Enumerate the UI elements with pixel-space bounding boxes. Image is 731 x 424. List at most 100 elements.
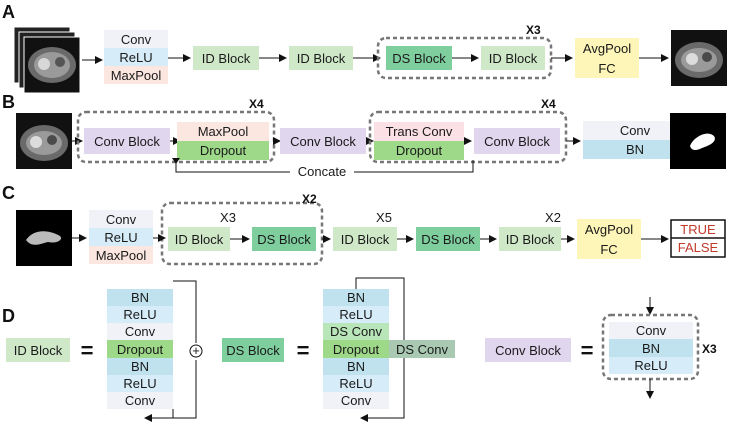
panel-b-letter: B [2,92,15,112]
d-ds-block-key-label: DS Block [226,343,280,358]
d-id-stack-bn-2: BN [131,359,149,374]
panel-a-letter: A [2,2,15,22]
d-ds-stack-bn-1: BN [347,290,365,305]
a-id-block-2-label: ID Block [297,51,346,66]
ct-input-image-b [16,113,72,169]
b-encoder-group [76,110,276,164]
c-repeat-3-label: X2 [545,210,561,225]
b-conv-block-1 [84,128,170,154]
c-stem-relu-label: ReLU [104,230,137,245]
b-bn-box [583,140,687,159]
b-dropout-2-box [374,141,464,160]
b-maxpool-box [177,122,269,141]
d-ds-stack: BN ReLU DS Conv Dropout BN ReLU Conv [323,289,389,409]
c-repeat-2-label: X5 [376,210,392,225]
d-conv-stack-bn [609,339,693,357]
d-id-stack-relu-1: ReLU [123,307,156,322]
ct-crop-image-c [16,210,72,266]
b-conv-label: Conv [620,123,651,138]
stem-conv-box [104,30,168,48]
d-id-stack-relu-2: ReLU [123,376,156,391]
a-repeat-group [376,36,553,80]
c-id-block-1 [168,227,230,251]
a-ds-block-label: DS Block [392,51,446,66]
c-ds-block-1 [252,227,316,251]
d-conv-block-key [485,338,571,362]
b-conv-block-2-label: Conv Block [290,134,356,149]
d-conv-stack-conv [609,322,693,339]
c-repeat-group [160,201,324,266]
d-conv-block-key-label: Conv Block [495,343,561,358]
c-fc-box [577,239,641,259]
d-ds-stack-relu-2: ReLU [339,376,372,391]
d-equals-2: = [297,338,310,363]
stem-maxpool-box [104,66,168,84]
c-repeat-inner-label: X3 [220,210,236,225]
d-conv-stack-relu [609,357,693,374]
d-conv-stack-bn-label: BN [642,341,660,356]
d-ds-stack-relu-1: ReLU [339,307,372,322]
d-id-stack-conv-1: Conv [125,324,156,339]
stem-maxpool-label: MaxPool [111,68,162,83]
d-ds-stack-dsconv: DS Conv [330,324,383,339]
ct-output-image-a [671,30,727,86]
d-ds-stack-dropout: Dropout [333,342,380,357]
d-ds-stack-conv: Conv [341,393,372,408]
d-ds-skip-box [389,340,455,358]
c-id-block-2-label: ID Block [341,232,390,247]
c-stem-maxpool-box [89,246,153,264]
b-dropout-1-box [177,141,269,160]
a-id-block-1 [193,46,259,70]
b-maxpool-label: MaxPool [198,124,249,139]
d-id-stack-bn-1: BN [131,290,149,305]
a-fc-label: FC [598,61,615,76]
d-equals-3: = [581,338,594,363]
stem-conv-label: Conv [121,32,152,47]
b-conv-box [583,121,687,140]
d-id-block-key [6,338,70,362]
b-conv-block-1-label: Conv Block [94,134,160,149]
c-stem-maxpool-label: MaxPool [96,248,147,263]
b-conv-block-2 [280,128,366,154]
b-decoder-group [368,110,568,164]
panel-c-letter: C [2,183,15,203]
a-id-block-2 [289,46,353,70]
d-id-stack: BN ReLU Conv Dropout BN ReLU Conv [107,289,173,409]
a-avgpool-box [575,38,639,58]
c-id-block-1-label: ID Block [175,232,224,247]
c-id-block-3-label: ID Block [506,232,555,247]
b-concat-label: Concate [298,164,346,179]
d-plus-label: + [192,343,200,358]
ct-stack-image [13,26,81,94]
b-trans-conv-label: Trans Conv [386,124,453,139]
segmentation-mask-image [670,113,726,169]
d-conv-stack-relu-label: ReLU [634,358,667,373]
a-id-block-1-label: ID Block [202,51,251,66]
c-stem-conv-label: Conv [106,212,137,227]
stem-relu-box [104,48,168,66]
d-ds-skip-label: DS Conv [396,342,449,357]
a-repeat-label: X3 [526,23,541,37]
c-avgpool-box [577,219,641,239]
stem-relu-label: ReLU [119,50,152,65]
d-equals-1: = [81,338,94,363]
c-stem-conv-box [89,210,153,228]
c-stem-relu-box [89,228,153,246]
b-dropout-2-label: Dropout [396,143,443,158]
a-fc-box [575,58,639,78]
c-id-block-3 [499,227,561,251]
panel-d-letter: D [2,306,15,326]
b-repeat-1-label: X4 [249,97,264,111]
c-output-false: FALSE [678,240,719,255]
c-avgpool-label: AvgPool [585,222,633,237]
b-conv-block-3 [474,128,560,154]
d-conv-stack-conv-label: Conv [636,323,667,338]
d-id-stack-conv-2: Conv [125,393,156,408]
c-fc-label: FC [600,242,617,257]
d-ds-stack-bn-2: BN [347,359,365,374]
c-ds-block-1-label: DS Block [257,232,311,247]
c-output-true: TRUE [680,222,716,237]
d-id-stack-dropout: Dropout [117,342,164,357]
c-id-block-2 [333,227,397,251]
